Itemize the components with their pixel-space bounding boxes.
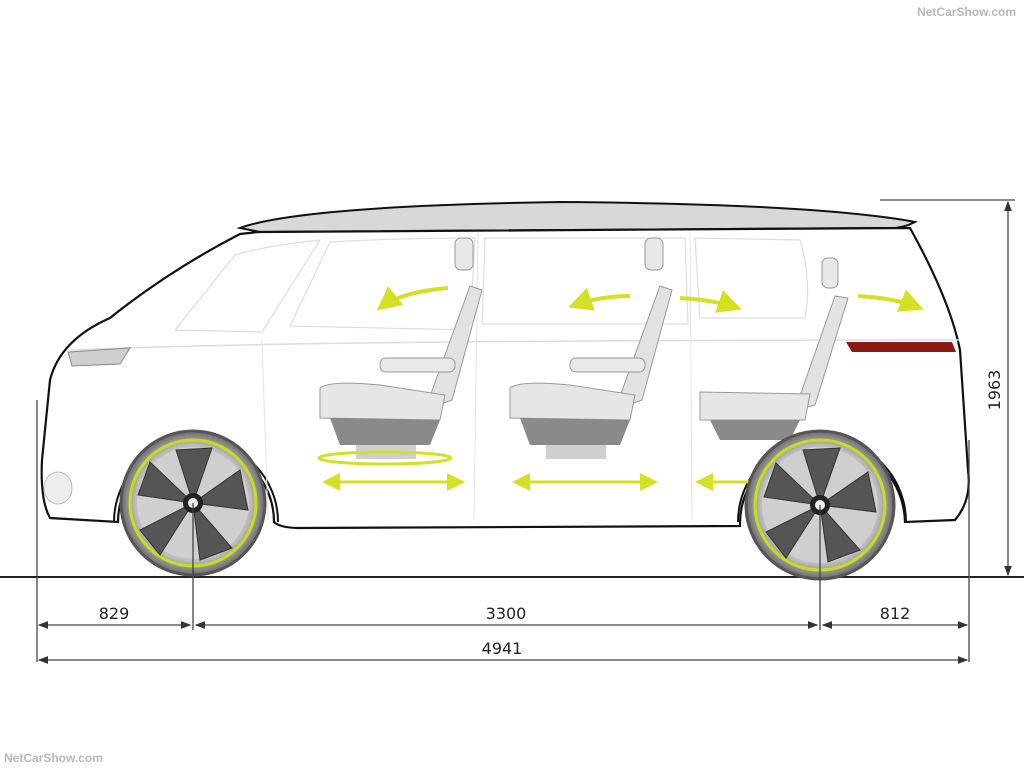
watermark-top: NetCarShow.com <box>917 5 1016 19</box>
wheelbase-value: 3300 <box>486 604 527 623</box>
seat-row-3 <box>695 257 924 491</box>
side-window-2 <box>481 237 689 325</box>
side-window-3 <box>694 237 809 319</box>
side-window-1 <box>289 237 476 331</box>
roof <box>236 200 918 234</box>
overall-length-value: 4941 <box>482 639 523 658</box>
watermark-bottom: NetCarShow.com <box>4 751 103 765</box>
front-window <box>173 239 322 333</box>
overall-height-value: 1963 <box>985 370 1004 411</box>
rear-overhang-value: 812 <box>880 604 911 623</box>
dimension-lines <box>36 199 1015 664</box>
taillight <box>846 342 956 352</box>
front-grille <box>43 471 73 505</box>
front-overhang-value: 829 <box>99 604 130 623</box>
seat-row-1 <box>317 237 483 491</box>
headlight <box>67 347 131 367</box>
seat-row-2 <box>509 237 742 491</box>
